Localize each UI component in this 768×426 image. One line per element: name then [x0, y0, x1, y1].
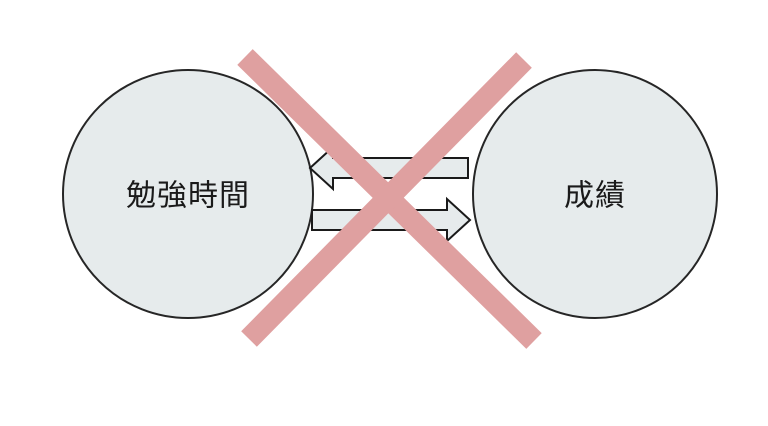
cross-out-mark	[237, 49, 542, 349]
node-grades[interactable]: 成績	[472, 69, 718, 319]
arrow-left-to-right[interactable]	[311, 196, 472, 244]
node-grades-label: 成績	[564, 179, 626, 214]
node-grades-shape	[472, 69, 718, 319]
node-study-time[interactable]: 勉強時間	[62, 69, 314, 319]
arrow-left-to-right-shape	[311, 196, 472, 244]
node-study-time-shape	[62, 69, 314, 319]
node-study-time-label: 勉強時間	[126, 179, 250, 214]
cross-out-stroke-down-left	[241, 52, 532, 347]
